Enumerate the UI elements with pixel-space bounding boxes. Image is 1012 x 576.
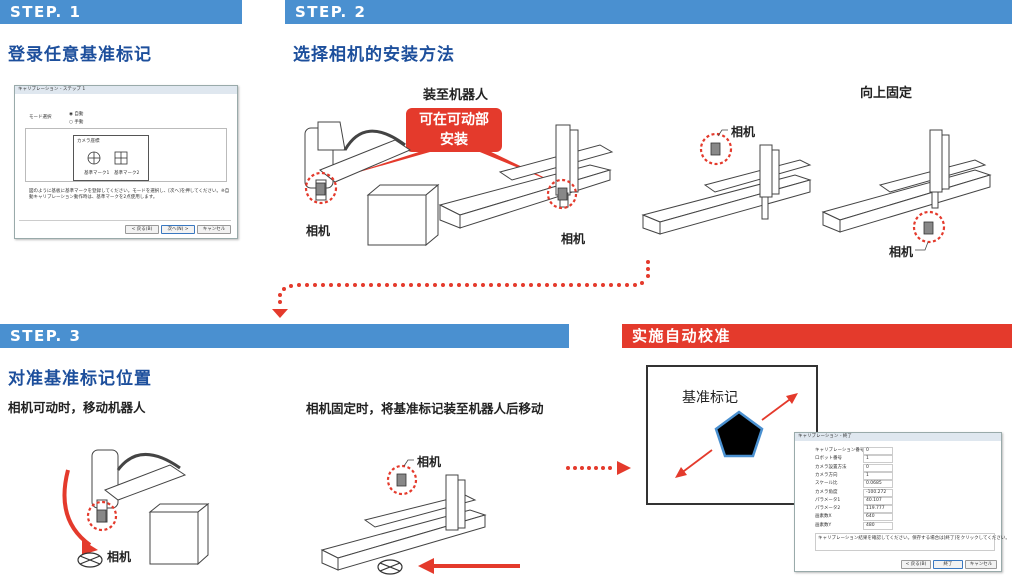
- instruction-line2: 動キャリブレーション動作時は、基準マークを2点使用します。: [29, 195, 158, 200]
- result-value: 0: [863, 447, 893, 455]
- divider: [19, 220, 231, 221]
- step3-title: 对准基准标记位置: [8, 369, 152, 389]
- result-value: 119.777: [863, 505, 893, 514]
- camera-label-robot: 相机: [306, 224, 331, 238]
- result-label: 画素数Y: [815, 522, 832, 528]
- cartesian-robot-step3-illustration: [320, 474, 487, 571]
- mode-manual-radio[interactable]: ○ 手動: [69, 120, 84, 125]
- target-mark-icon: [377, 559, 403, 575]
- cancel-button[interactable]: キャンセル: [197, 225, 231, 234]
- pentagon-mark-icon: [714, 410, 764, 458]
- result-label: キャリブレーション番号: [815, 448, 865, 453]
- result-value: 40.107: [863, 496, 893, 505]
- next-button[interactable]: 次へ(N) >: [161, 225, 195, 234]
- step3-sub-left: 相机可动时，移动机器人: [8, 400, 146, 415]
- reference-mark-label: 基准标记: [682, 390, 738, 406]
- camera-label-cartesian: 相机: [561, 232, 586, 246]
- fixed-up-title: 向上固定: [860, 86, 913, 101]
- arrow-down-left-icon: [675, 467, 687, 478]
- mark-icons: [87, 151, 128, 165]
- result-value: 1: [863, 455, 893, 464]
- result-label: 画素数X: [815, 514, 832, 520]
- result-label: スケール比: [815, 481, 838, 487]
- robot-mount-title: 装至机器人: [423, 88, 489, 103]
- finish-button[interactable]: 終了: [933, 560, 963, 569]
- step3-sub-right: 相机固定时，将基准标记装至机器人后移动: [306, 401, 544, 416]
- step2-title: 选择相机的安装方法: [293, 45, 455, 65]
- arrow-down-icon: [272, 309, 288, 318]
- back-button[interactable]: < 戻る(B): [125, 225, 159, 234]
- step1-title: 登录任意基准标记: [8, 45, 152, 65]
- result-label: パラメータ2: [815, 506, 841, 512]
- rotate-arrow-icon: [62, 469, 92, 547]
- arrow-up-right-icon: [786, 393, 798, 404]
- scara-robot-illustration: [304, 121, 440, 247]
- finish-back-button[interactable]: < 戻る(B): [901, 560, 931, 569]
- result-label: カメラ設置方法: [815, 464, 847, 470]
- badge-line2: 安装: [440, 132, 468, 148]
- arrow-right-icon: [617, 461, 631, 475]
- mode-label: モード選択: [29, 115, 52, 120]
- camera-icon: [315, 142, 934, 235]
- result-value: 0: [863, 463, 893, 472]
- step1-dialog: キャリブレーション - ステップ 1 モード選択 ◉ 自動 ○ 手動 カメラ座標…: [14, 85, 238, 239]
- cartesian-robot-upward-illustration: [821, 129, 992, 233]
- badge-line1: 可在可动部: [419, 112, 489, 128]
- camera-coords-label: カメラ座標: [77, 139, 100, 144]
- mark1-label: 基準マーク1: [84, 171, 110, 176]
- mode-auto-radio[interactable]: ◉ 自動: [69, 112, 84, 117]
- auto-calibration-bar: 实施自动校准: [622, 324, 1012, 348]
- movable-mount-badge: 可在可动部 安装: [406, 108, 502, 152]
- step3-bar: STEP. 3: [0, 324, 569, 348]
- result-note-box: キャリブレーション結果を確認してください。保存する場合は[終了]をクリックしてく…: [815, 533, 1010, 551]
- mark2-label: 基準マーク2: [114, 171, 140, 176]
- result-label: パラメータ1: [815, 497, 841, 503]
- cartesian-robot-fixed-illustration: [641, 144, 812, 235]
- step2-bar: STEP. 2: [285, 0, 1012, 24]
- result-value: -100.272: [863, 488, 893, 497]
- result-value: 1: [863, 471, 893, 480]
- camera-label-scara-step3: 相机: [107, 550, 132, 564]
- result-label: カメラ方向: [815, 472, 838, 478]
- camera-label-cartesian-step3: 相机: [417, 455, 442, 469]
- camera-frame-box: [25, 128, 227, 182]
- camera-label-upward: 相机: [889, 245, 914, 259]
- result-value: 480: [863, 521, 893, 530]
- result-label: ロボット番号: [815, 456, 842, 462]
- result-note: キャリブレーション結果を確認してください。保存する場合は[終了]をクリックしてく…: [818, 536, 1010, 541]
- result-value: 0.0685: [863, 480, 893, 489]
- camera-view: カメラ座標 基準マーク1 基準マーク2: [73, 135, 149, 181]
- finish-dialog-title: キャリブレーション - 終了: [795, 433, 1001, 441]
- target-mark-icon: [77, 552, 103, 568]
- instruction-line1: 図のように基板に基準マークを登録してください。モードを選択し、[次へ]を押してく…: [29, 189, 230, 194]
- dialog-title: キャリブレーション - ステップ 1: [15, 86, 237, 94]
- camera-label-fixed: 相机: [731, 125, 756, 139]
- result-label: カメラ角度: [815, 489, 838, 495]
- finish-cancel-button[interactable]: キャンセル: [965, 560, 997, 569]
- result-value: 640: [863, 513, 893, 522]
- step1-bar: STEP. 1: [0, 0, 242, 24]
